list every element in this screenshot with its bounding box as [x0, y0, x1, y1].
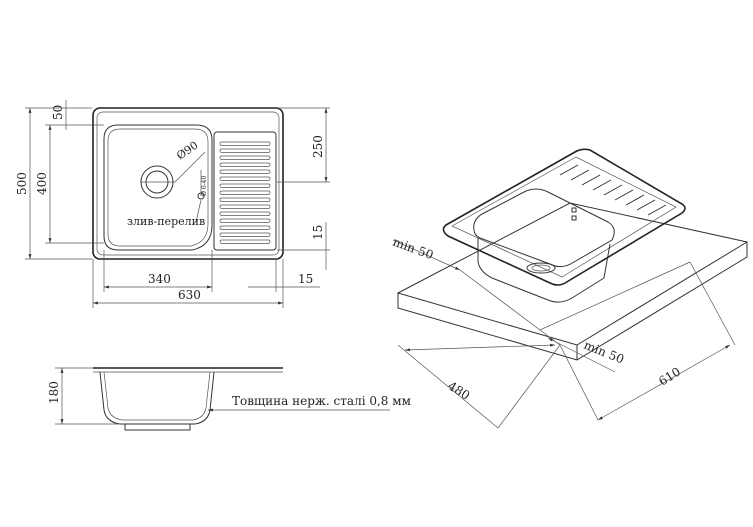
dim-drainer-height: 250 [277, 107, 330, 183]
drainer-groove [219, 183, 271, 188]
drain-diameter-label: Ø90 [174, 139, 200, 163]
drainer-groove [219, 148, 271, 153]
drainer-groove [219, 204, 271, 209]
drainer-groove [219, 197, 271, 202]
iso-sink-rim [442, 148, 686, 286]
svg-text:15: 15 [298, 272, 313, 286]
iso-drainer-groove [625, 194, 645, 206]
dim-right-margin: 15 [248, 259, 320, 292]
iso-drainer-groove [603, 184, 623, 196]
drainer-groove [219, 155, 271, 160]
bowl-outline [103, 124, 213, 251]
top-view: Ø90 Ø 0-40 злив-перелив 500 400 50 250 [15, 100, 330, 308]
dim-min-left: min 50 [391, 235, 461, 271]
drainer-groove [219, 169, 271, 174]
iso-drainer-groove [614, 189, 634, 201]
dim-overall-width: 630 [92, 259, 284, 308]
dim-depth: 180 [47, 367, 120, 425]
tap-hole-label: Ø 0-40 [201, 176, 208, 196]
iso-drainer-groove [592, 179, 612, 191]
svg-text:250: 250 [311, 135, 325, 158]
svg-text:480: 480 [445, 379, 472, 403]
iso-drainer-groove [647, 204, 667, 216]
isometric-view: min 50 min 50 480 610 [391, 148, 749, 429]
iso-drainer-grooves [559, 164, 667, 216]
drainer-groove [219, 176, 271, 181]
drainer-groove [219, 218, 271, 223]
svg-text:min 50: min 50 [582, 338, 626, 367]
svg-text:15: 15 [311, 225, 325, 240]
drainer-groove [219, 239, 271, 244]
dim-overall-height: 500 [15, 107, 92, 260]
dim-bowl-height: 400 [35, 124, 104, 244]
svg-text:min 50: min 50 [391, 235, 435, 263]
overflow-label: злив-перелив [127, 215, 205, 228]
dim-top-margin: 50 [51, 100, 67, 130]
drainer-groove [219, 141, 271, 146]
sink-outline [92, 107, 284, 260]
drainer-outline [213, 131, 277, 251]
section-view: 180 Товщина нерж. сталі 0,8 мм [47, 367, 411, 431]
iso-drainer-groove [570, 169, 590, 181]
dim-cabinet-depth: 480 [397, 329, 561, 429]
drainer-groove [219, 162, 271, 167]
iso-drainer-groove [559, 164, 579, 176]
svg-text:50: 50 [51, 105, 65, 120]
drainer-groove [219, 225, 271, 230]
drainer-groove [219, 190, 271, 195]
svg-text:610: 610 [656, 365, 683, 389]
drainer-groove [219, 232, 271, 237]
svg-text:630: 630 [178, 288, 201, 302]
dim-bowl-width: 340 [103, 250, 213, 292]
drainer-groove [219, 211, 271, 216]
svg-text:500: 500 [15, 172, 29, 195]
steel-thickness-label: Товщина нерж. сталі 0,8 мм [232, 394, 411, 408]
iso-drainer-groove [581, 174, 601, 186]
dim-drainer-margin: 15 [277, 222, 330, 270]
iso-bowl [473, 188, 615, 268]
bowl-section [99, 371, 215, 425]
drainer-grooves [219, 141, 271, 244]
svg-text:180: 180 [47, 381, 61, 404]
svg-text:340: 340 [148, 272, 171, 286]
iso-drainer-groove [636, 199, 656, 211]
svg-text:400: 400 [35, 172, 49, 195]
